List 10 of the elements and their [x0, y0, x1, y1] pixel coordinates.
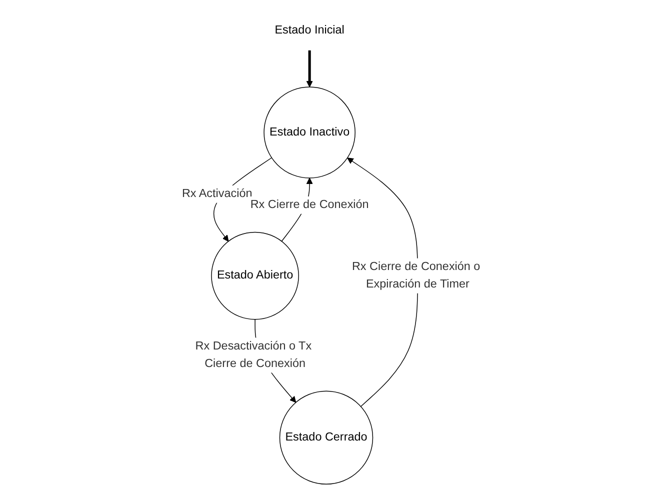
- edge-label: Rx Desactivación o Tx Cierre de Conexión: [194, 340, 312, 370]
- node-circle: Estado Cerrado: [279, 390, 373, 484]
- node-text: Estado Inicial: [274, 24, 344, 36]
- node-circle: Estado Inactivo: [263, 86, 356, 178]
- arrow: [306, 50, 312, 88]
- node-circle: Estado Abierto: [210, 232, 299, 320]
- edge-label: Rx Cierre de Conexión: [250, 198, 368, 211]
- arrow: [346, 158, 418, 407]
- edge-label: Rx Activación: [182, 188, 252, 200]
- edge-label: Rx Cierre de Conexión o Expiración de Timer: [352, 260, 480, 290]
